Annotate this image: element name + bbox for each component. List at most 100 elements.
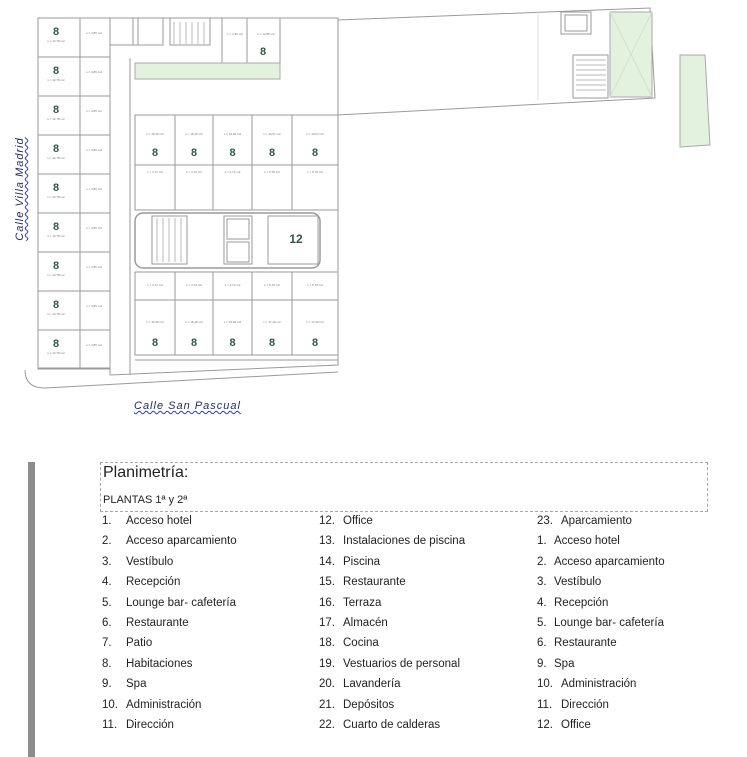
room-area: s = 15,40 m2 [146,132,164,136]
room-number: 8 [152,147,158,159]
legend-item-label: Almacén [343,616,388,629]
room-area: s = 12,78 m2 [47,156,65,160]
legend-item-number: 23. [537,515,553,527]
legend-item-number: 20. [319,678,335,691]
legend-item-label: Aparcamiento [561,515,632,527]
room-number: 8 [53,104,59,116]
room-area: s = 15,40 m2 [224,320,242,324]
right-wing-outline [337,7,656,116]
room-area: s = 12,78 m2 [47,312,65,316]
bath-area: s = 4,72 m2 [225,283,241,287]
core-room-number: 12 [289,232,303,246]
bath-area: s = 4,72 m2 [147,283,163,287]
room-number: 8 [53,182,59,194]
bath-area: s = 4,72 m2 [186,170,202,174]
legend-item-label: Piscina [343,555,381,568]
bath-area: s = 4,85 m2 [86,31,102,35]
legend-item-number: 17. [319,616,335,629]
legend-item-number: 6. [102,616,112,629]
legend-item-number: 4. [537,596,547,609]
legend-title-box: Planimetría: PLANTAS 1ª y 2ª [100,462,708,512]
legend-item-label: Vestíbulo [554,576,602,589]
legend-item-label: Restaurante [554,637,617,650]
legend-item: 7. Patio [102,636,237,656]
room-area: s = 12,78 m2 [47,273,65,277]
legend-item-number: 11. [537,698,553,711]
legend-item: 23. Aparcamiento [537,514,665,534]
bathroom [79,290,111,331]
legend-item-number: 22. [319,718,335,731]
legend-item: 16. Terraza [319,596,465,616]
legend-item-number: 5. [102,596,112,609]
legend-item: 13.Instalaciones de piscina [319,534,465,554]
room-number: 8 [229,337,235,349]
legend-item-label: Dirección [561,698,609,711]
bath-area: s = 4,85 m2 [86,148,102,152]
bathroom [291,164,339,211]
bath-area: s = 4,50 m2 [227,32,243,36]
room-number: 8 [312,147,318,159]
bathroom [79,329,111,370]
bath-area: s = 5,78 m2 [307,170,323,174]
legend-item: 20. Lavandería [319,677,465,697]
bathroom [79,95,111,136]
legend-item: 6.Restaurante [102,616,237,636]
legend-item: 11.Dirección [102,718,237,738]
bathroom [79,173,111,214]
legend-item-label: Patio [126,637,153,650]
legend-item-label: Office [561,718,591,731]
room-number: 8 [152,337,158,349]
legend-item-number: 5. [537,616,547,629]
legend-item-number: 1. [537,535,547,548]
legend-item-number: 4. [102,576,112,589]
legend-item-number: 10. [102,698,118,711]
legend-item-number: 8. [102,657,112,670]
legend-item-number: 2. [537,555,547,568]
legend-item: 9.Spa [537,657,665,677]
room-number: 8 [53,338,59,350]
legend-item: 17. Almacén [319,616,465,636]
room-area: s = 12,78 m2 [47,234,65,238]
bath-area: s = 4,85 m2 [86,343,102,347]
legend-item-label: Terraza [343,596,382,609]
room-area: s = 15,40 m2 [185,320,203,324]
legend-item-label: Lavandería [343,678,401,691]
legend-item-number: 18. [319,637,335,650]
bath-area: s = 4,85 m2 [86,109,102,113]
legend-item-number: 1. [102,515,112,527]
legend-item-number: 3. [102,555,112,568]
legend-item-label: Depósitos [343,698,395,711]
room-number: 8 [191,337,197,349]
legend-item: 12.Office [319,514,465,534]
legend-item-number: 9. [537,657,547,670]
room-area: s = 12,78 m2 [47,117,65,121]
legend-item-number: 7. [102,637,112,650]
legend-item: 3.Vestíbulo [537,575,665,595]
legend-item-number: 21. [319,698,335,711]
room-area: s = 12,85 m2 [257,32,275,36]
legend-item: 8.Habitaciones [102,657,237,677]
bath-area: s = 4,85 m2 [86,226,102,230]
room-number: 8 [53,221,59,233]
legend-item: 5.Lounge bar- cafetería [537,616,665,636]
room-number: 8 [53,299,59,311]
room-area: s = 16,67 m2 [306,132,324,136]
bathroom [79,251,111,292]
legend-item-label: Acceso hotel [126,515,192,527]
room-number: 8 [269,337,275,349]
legend-item-number: 16. [319,596,335,609]
room-number: 8 [312,337,318,349]
room-number: 8 [191,147,197,159]
legend-item-number: 14. [319,555,335,568]
bathroom [79,212,111,253]
legend-subtitle: PLANTAS 1ª y 2ª [103,494,188,506]
room-number: 8 [53,26,59,38]
left-margin-bar [28,462,35,757]
legend-item: 12.Office [537,718,665,738]
legend-item-label: Dirección [126,718,174,731]
legend-item-label: Cocina [343,637,379,650]
